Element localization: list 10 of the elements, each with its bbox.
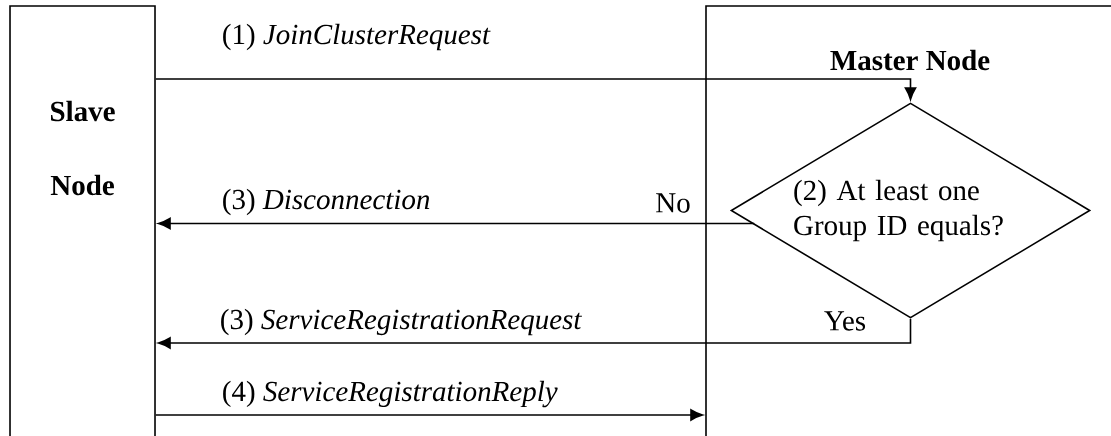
lifeline-box: Slave Node <box>9 5 156 436</box>
branch-label: No <box>654 192 692 214</box>
edge-label: (1) JoinClusterRequest <box>220 22 492 52</box>
edge-label: (4) ServiceRegistrationReply <box>220 379 559 409</box>
arrow <box>157 318 912 349</box>
arrow <box>157 217 755 230</box>
edge-label: (3) Disconnection <box>220 187 432 217</box>
arrow <box>155 78 917 101</box>
arrow <box>155 409 704 421</box>
edge-label: (3) ServiceRegistrationRequest <box>218 307 583 337</box>
